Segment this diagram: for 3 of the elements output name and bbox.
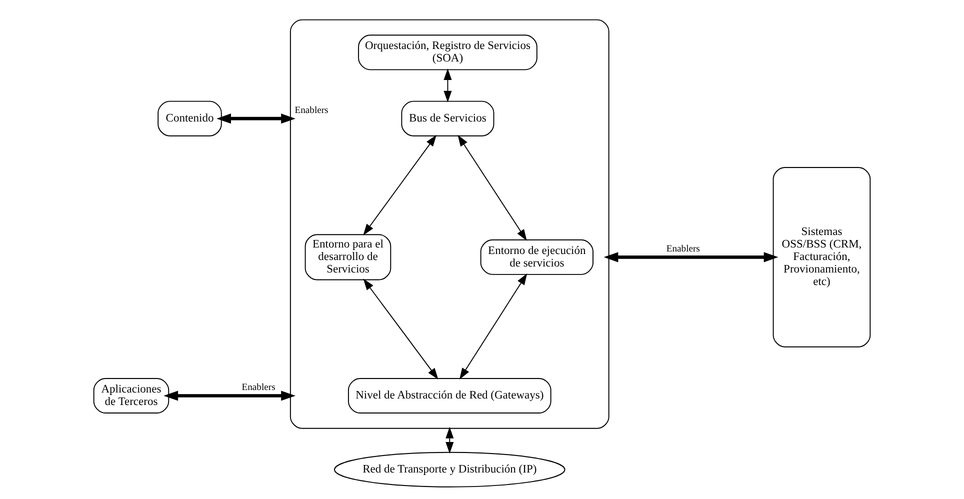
- edge-label: Enablers: [666, 243, 700, 254]
- edge-label: Enablers: [242, 382, 276, 393]
- edge-label: Enablers: [294, 104, 328, 116]
